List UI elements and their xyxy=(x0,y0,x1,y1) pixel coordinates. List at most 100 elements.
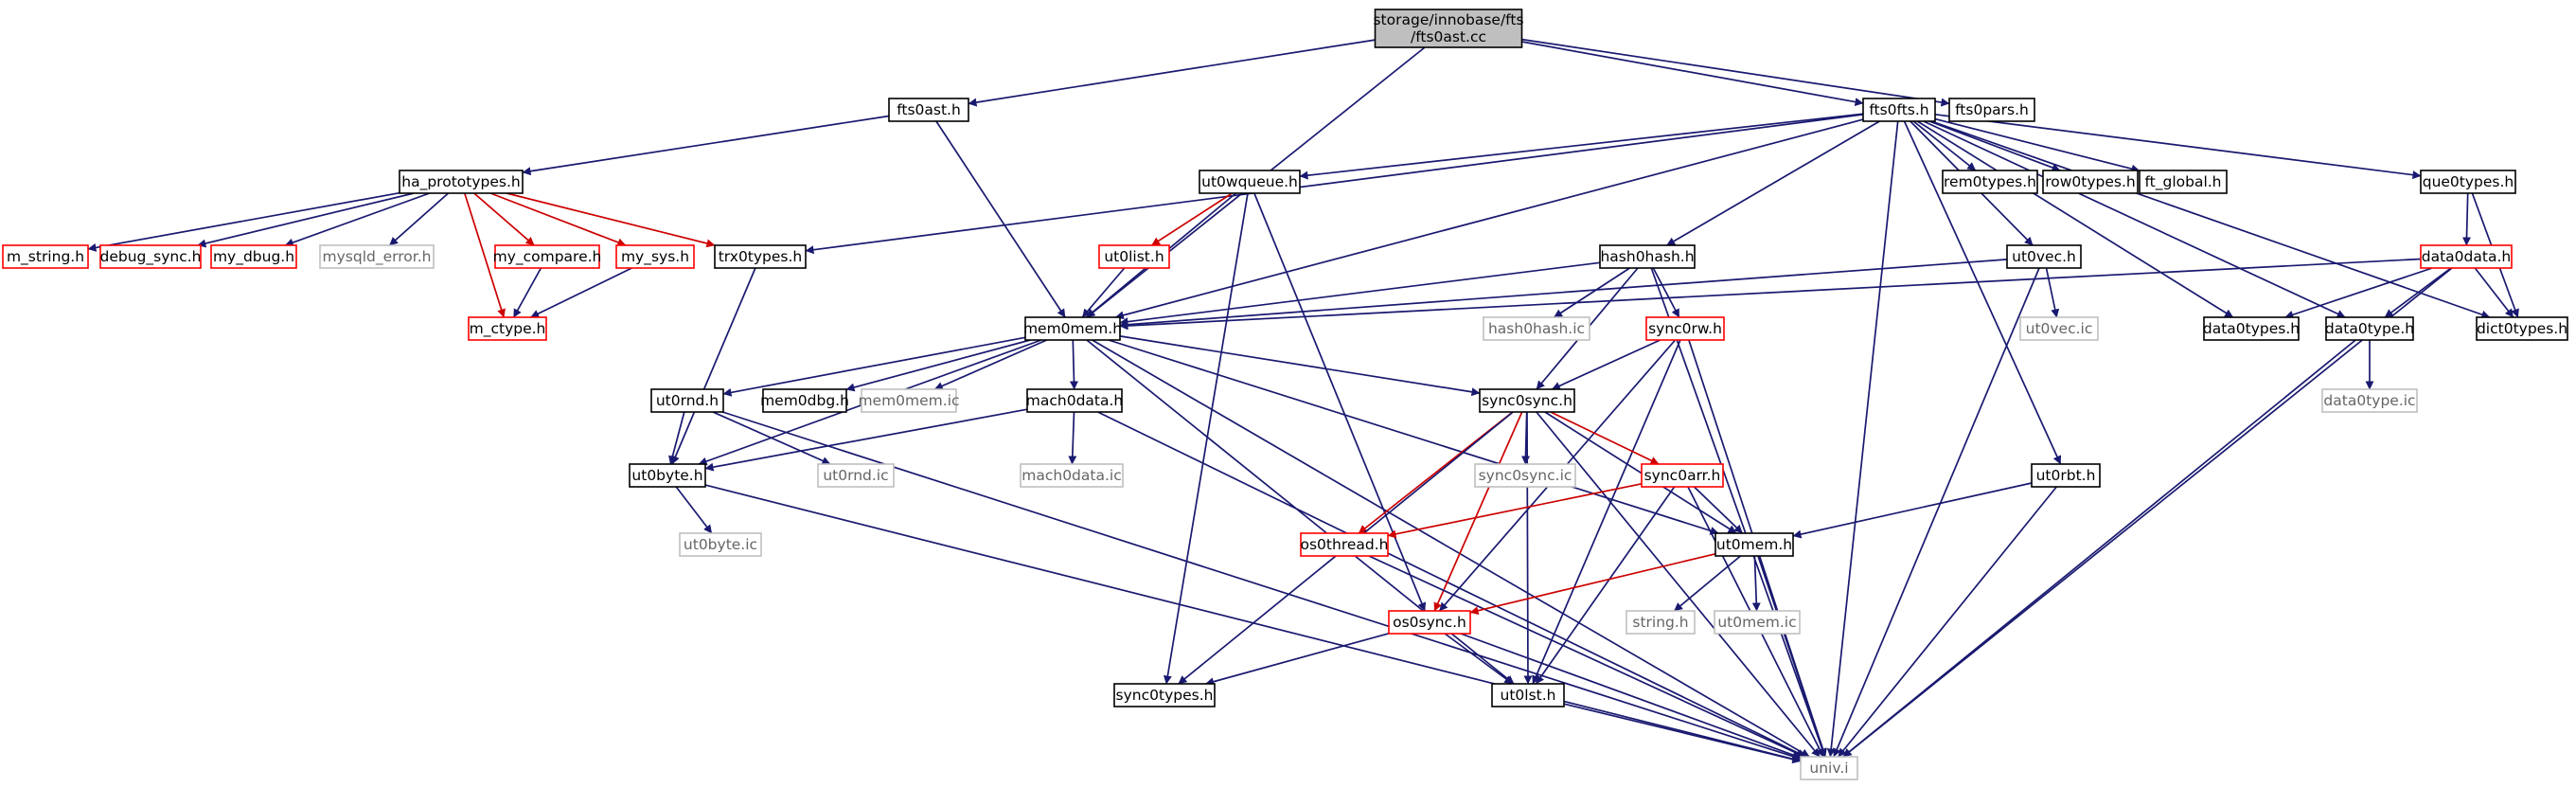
edge-line xyxy=(1757,555,1827,758)
node-label: fts0ast.h xyxy=(897,101,961,118)
node-box xyxy=(2420,170,2516,194)
node-os0sync-h[interactable]: os0sync.h xyxy=(1388,610,1471,635)
node-mach0data-ic[interactable]: mach0data.ic xyxy=(1020,463,1124,488)
node-my-sys-h[interactable]: my_sys.h xyxy=(615,244,695,269)
edge-line xyxy=(1842,339,2356,758)
edge-sync0sync_h-to-univ_i xyxy=(1536,411,1821,758)
edge-line xyxy=(1119,259,2008,330)
edge-line xyxy=(704,408,1028,472)
edge-line xyxy=(1521,41,1864,107)
node-sync0types-h[interactable]: sync0types.h xyxy=(1113,683,1216,707)
node-m-string-h[interactable]: m_string.h xyxy=(2,244,89,269)
edge-line xyxy=(1521,38,1950,107)
edge-line xyxy=(805,114,1864,255)
edge-mach0data_h-to-mach0data_ic xyxy=(1068,411,1077,465)
node-string-h[interactable]: string.h xyxy=(1626,610,1696,635)
node-row0types-h[interactable]: row0types.h xyxy=(2042,170,2139,194)
node-trx0types-h[interactable]: trx0types.h xyxy=(714,244,807,269)
node-box xyxy=(1800,756,1858,780)
node-label: ut0wqueue.h xyxy=(1201,173,1298,190)
edge-fts0ast_h-to-ha_prototypes_h xyxy=(522,115,890,176)
edge-line xyxy=(506,192,716,248)
node-hash0hash-ic[interactable]: hash0hash.ic xyxy=(1483,316,1590,341)
node-ha-prototypes-h[interactable]: ha_prototypes.h xyxy=(399,170,524,194)
node-my-compare-h[interactable]: my_compare.h xyxy=(493,244,602,269)
node-label: os0thread.h xyxy=(1301,536,1389,553)
node-que0types-h[interactable]: que0types.h xyxy=(2420,170,2516,194)
node-ut0vec-ic[interactable]: ut0vec.ic xyxy=(2019,316,2099,341)
node-mem0dbg-h[interactable]: mem0dbg.h xyxy=(760,388,849,413)
node-fts0ast-h[interactable]: fts0ast.h xyxy=(888,98,969,122)
edge-line xyxy=(1460,633,1802,760)
node-hash0hash-h[interactable]: hash0hash.h xyxy=(1599,244,1696,269)
node-label: mem0dbg.h xyxy=(760,392,849,409)
node-box xyxy=(861,388,957,413)
edge-mem0mem_h-to-mem0dbg_h xyxy=(845,339,1031,392)
node-data0type-h[interactable]: data0type.h xyxy=(2325,316,2414,341)
node-my-dbug-h[interactable]: my_dbug.h xyxy=(210,244,297,269)
node-box xyxy=(1483,316,1590,341)
node-sync0sync-ic[interactable]: sync0sync.ic xyxy=(1474,463,1576,488)
node-label: ut0list.h xyxy=(1104,248,1164,265)
edge-fts0fts_h-to-data0types_h xyxy=(1916,120,2234,318)
edge-data0type_h-to-univ_i xyxy=(1842,339,2356,758)
edge-line xyxy=(522,115,890,176)
node-label: ut0mem.h xyxy=(1716,536,1792,553)
edge-sync0sync_h-to-ut0mem_h xyxy=(1544,411,1737,534)
node-ut0vec-h[interactable]: ut0vec.h xyxy=(2006,244,2082,269)
node-box xyxy=(2006,244,2082,269)
node-ut0byte-ic[interactable]: ut0byte.ic xyxy=(679,532,762,557)
node-ut0mem-ic[interactable]: ut0mem.ic xyxy=(1714,610,1801,635)
edge-line xyxy=(1151,192,1233,246)
edge-line xyxy=(1119,261,1601,327)
node-debug-sync-h[interactable]: debug_sync.h xyxy=(99,244,202,269)
node-ut0rbt-h[interactable]: ut0rbt.h xyxy=(2031,463,2101,488)
node-rem0types-h[interactable]: rem0types.h xyxy=(1942,170,2038,194)
node-data0data-h[interactable]: data0data.h xyxy=(2420,244,2513,269)
node-ut0rnd-ic[interactable]: ut0rnd.ic xyxy=(817,463,895,488)
node-sync0rw-h[interactable]: sync0rw.h xyxy=(1645,316,1725,341)
edge-ut0lst_h-to-univ_i xyxy=(1563,703,1802,764)
node-ut0rnd-h[interactable]: ut0rnd.h xyxy=(650,388,724,413)
edge-ha_prototypes_h-to-debug_sync_h xyxy=(197,192,415,248)
edge-line xyxy=(1916,120,2234,318)
edge-ut0vec_h-to-ut0vec_ic xyxy=(2045,267,2060,318)
edge-hash0hash_h-to-sync0rw_h xyxy=(1652,267,1680,318)
node-mach0data-h[interactable]: mach0data.h xyxy=(1026,388,1123,413)
node-label: rem0types.h xyxy=(1944,173,2036,190)
node-label: data0types.h xyxy=(2203,320,2300,337)
edge-root-to-fts0pars_h xyxy=(1521,38,1950,107)
node-sync0arr-h[interactable]: sync0arr.h xyxy=(1641,463,1724,488)
node-fts0pars-h[interactable]: fts0pars.h xyxy=(1948,98,2035,122)
edge-ha_prototypes_h-to-m_string_h xyxy=(87,191,400,252)
node-m-ctype-h[interactable]: m_ctype.h xyxy=(468,316,547,341)
edge-line xyxy=(2462,192,2472,246)
node-dict0types-h[interactable]: dict0types.h xyxy=(2476,316,2568,341)
node-label: ut0byte.ic xyxy=(684,536,757,553)
node-data0type-ic[interactable]: data0type.ic xyxy=(2321,388,2418,413)
node-box xyxy=(2321,388,2418,413)
node-mysqld-error-h[interactable]: mysqld_error.h xyxy=(319,244,435,269)
node-sync0sync-h[interactable]: sync0sync.h xyxy=(1479,388,1575,413)
edge-line xyxy=(1108,339,1719,535)
node-univ-i[interactable]: univ.i xyxy=(1800,756,1858,780)
node-box xyxy=(2031,463,2101,488)
node-ut0list-h[interactable]: ut0list.h xyxy=(1098,244,1170,269)
edge-line xyxy=(1934,113,2422,180)
node-ut0mem-h[interactable]: ut0mem.h xyxy=(1714,532,1794,557)
node-mem0mem-h[interactable]: mem0mem.h xyxy=(1023,316,1122,341)
edge-ut0wqueue_h-to-sync0types_h xyxy=(1163,192,1249,685)
node-os0thread-h[interactable]: os0thread.h xyxy=(1300,532,1389,557)
edge-os0sync_h-to-univ_i xyxy=(1460,633,1802,760)
node-fts0fts-h[interactable]: fts0fts.h xyxy=(1862,98,1936,122)
node-label: my_sys.h xyxy=(621,248,689,266)
node-ut0wqueue-h[interactable]: ut0wqueue.h xyxy=(1199,170,1301,194)
node-ut0lst-h[interactable]: ut0lst.h xyxy=(1491,683,1565,707)
node-box xyxy=(99,244,202,269)
node-ft-global-h[interactable]: ft_global.h xyxy=(2139,170,2228,194)
node-ut0byte-h[interactable]: ut0byte.h xyxy=(629,463,706,488)
node-mem0mem-ic[interactable]: mem0mem.ic xyxy=(858,388,960,413)
node-box xyxy=(2,244,89,269)
node-data0types-h[interactable]: data0types.h xyxy=(2203,316,2300,341)
